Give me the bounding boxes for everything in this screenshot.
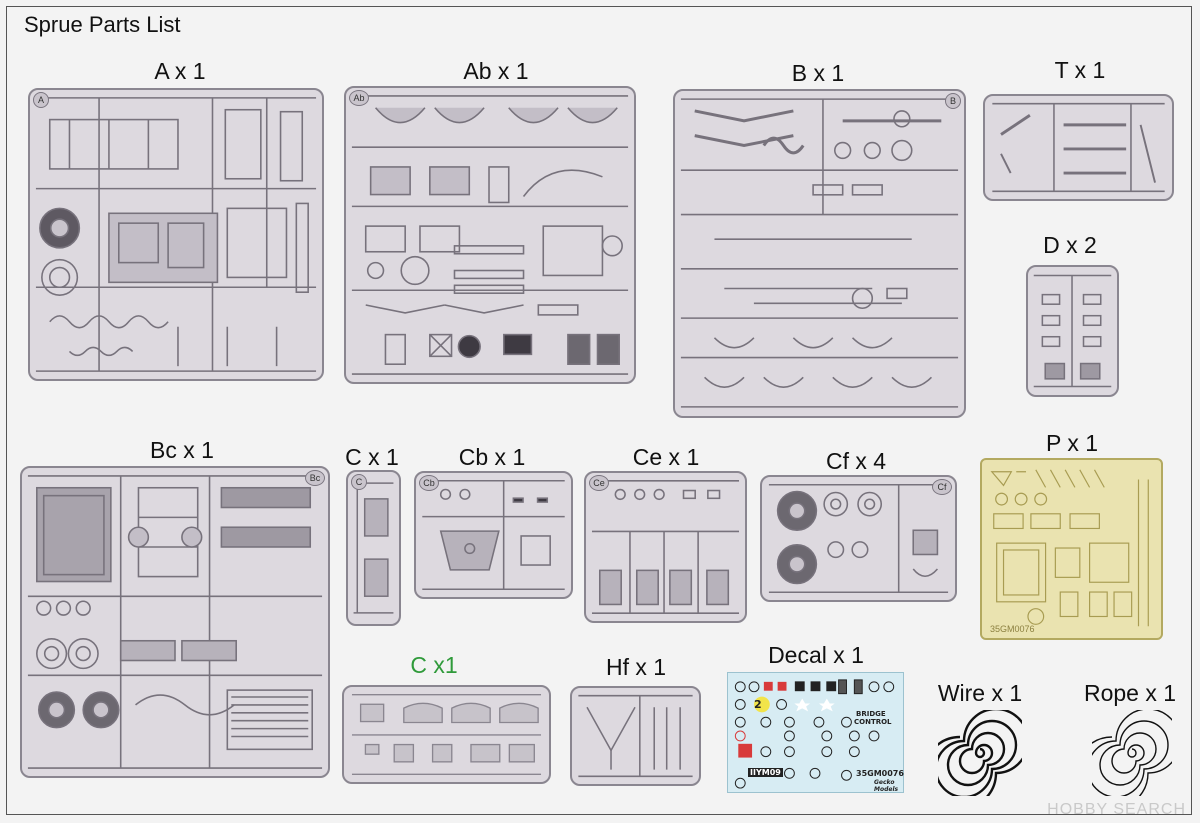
label-sprue-b: B x 1	[791, 60, 845, 86]
sprue-t-parts	[992, 102, 1165, 193]
sprue-tab-ce: Ce	[589, 475, 609, 491]
watermark: HOBBY SEARCH	[1047, 801, 1186, 818]
sprue-cf-parts	[768, 483, 949, 594]
label-sprue-a: A x 1	[154, 58, 206, 84]
label-sprue-cb: Cb x 1	[458, 444, 526, 470]
sprue-a-parts	[35, 97, 317, 372]
sprue-t	[983, 94, 1174, 201]
sprue-b: B	[673, 89, 966, 418]
sprue-tab-bc: Bc	[305, 470, 325, 486]
photo-etch-fret-p: 35GM0076	[980, 458, 1163, 640]
label-sprue-cf: Cf x 4	[825, 448, 887, 474]
sprue-tab-b: B	[945, 93, 961, 109]
label-sprue-hf: Hf x 1	[605, 654, 667, 680]
label-sprue-ab: Ab x 1	[463, 58, 529, 84]
sprue-d-parts	[1033, 274, 1112, 388]
sprue-hf-parts	[578, 694, 693, 778]
page-title: Sprue Parts List	[24, 12, 181, 37]
sprue-ab-parts	[351, 95, 629, 375]
clear-sprue-c	[342, 685, 551, 784]
sprue-ce: Ce	[584, 471, 747, 623]
sprue-ab: Ab	[344, 86, 636, 384]
page-frame	[6, 6, 1192, 815]
sprue-b-parts	[680, 98, 959, 408]
sprue-tab-ab: Ab	[349, 90, 369, 106]
sprue-cb: Cb	[414, 471, 573, 599]
decal-number: 2	[754, 698, 762, 711]
photo-etch-parts	[990, 469, 1149, 627]
decal-registration: IIYM09	[748, 768, 783, 777]
sprue-tab-cb: Cb	[419, 475, 439, 491]
label-rope: Rope x 1	[1083, 680, 1177, 706]
sprue-ce-parts	[591, 480, 740, 614]
sprue-tab-a: A	[33, 92, 49, 108]
label-sprue-d: D x 2	[1043, 232, 1097, 258]
sprue-cb-parts	[422, 479, 565, 591]
sprue-hf	[570, 686, 701, 786]
label-clear-c: C x1	[410, 652, 458, 678]
label-sprue-ce: Ce x 1	[632, 444, 700, 470]
decal-brand-1: Gecko	[874, 779, 895, 786]
sprue-cf: Cf	[760, 475, 957, 602]
label-sprue-t: T x 1	[1054, 57, 1106, 83]
clear-sprue-c-parts	[351, 694, 542, 775]
label-sprue-bc: Bc x 1	[150, 437, 214, 463]
sprue-tab-c: C	[351, 474, 367, 490]
sprue-bc: Bc	[20, 466, 330, 778]
rope-coil-icon	[1092, 710, 1172, 796]
etch-code: 35GM0076	[990, 624, 1035, 634]
decal-markings	[734, 679, 895, 789]
sprue-c: C	[346, 470, 401, 626]
sprue-tab-cf: Cf	[932, 479, 952, 495]
label-etch-p: P x 1	[1046, 430, 1098, 456]
wire-coil-icon	[938, 710, 1022, 796]
decal-control-text: CONTROL	[854, 718, 892, 726]
label-wire: Wire x 1	[937, 680, 1023, 706]
decal-brand-2: Models	[874, 786, 899, 793]
decal-sheet: 2 BRIDGE CONTROL IIYM09 35GM0076 Gecko M…	[727, 672, 904, 793]
sprue-bc-parts	[27, 475, 323, 769]
decal-bridge-text: BRIDGE	[856, 710, 886, 718]
label-sprue-c: C x 1	[345, 444, 399, 470]
sprue-c-parts	[353, 482, 394, 614]
label-decal: Decal x 1	[768, 642, 864, 668]
sprue-a: A	[28, 88, 324, 381]
sprue-d	[1026, 265, 1119, 397]
decal-code: 35GM0076	[856, 769, 904, 778]
